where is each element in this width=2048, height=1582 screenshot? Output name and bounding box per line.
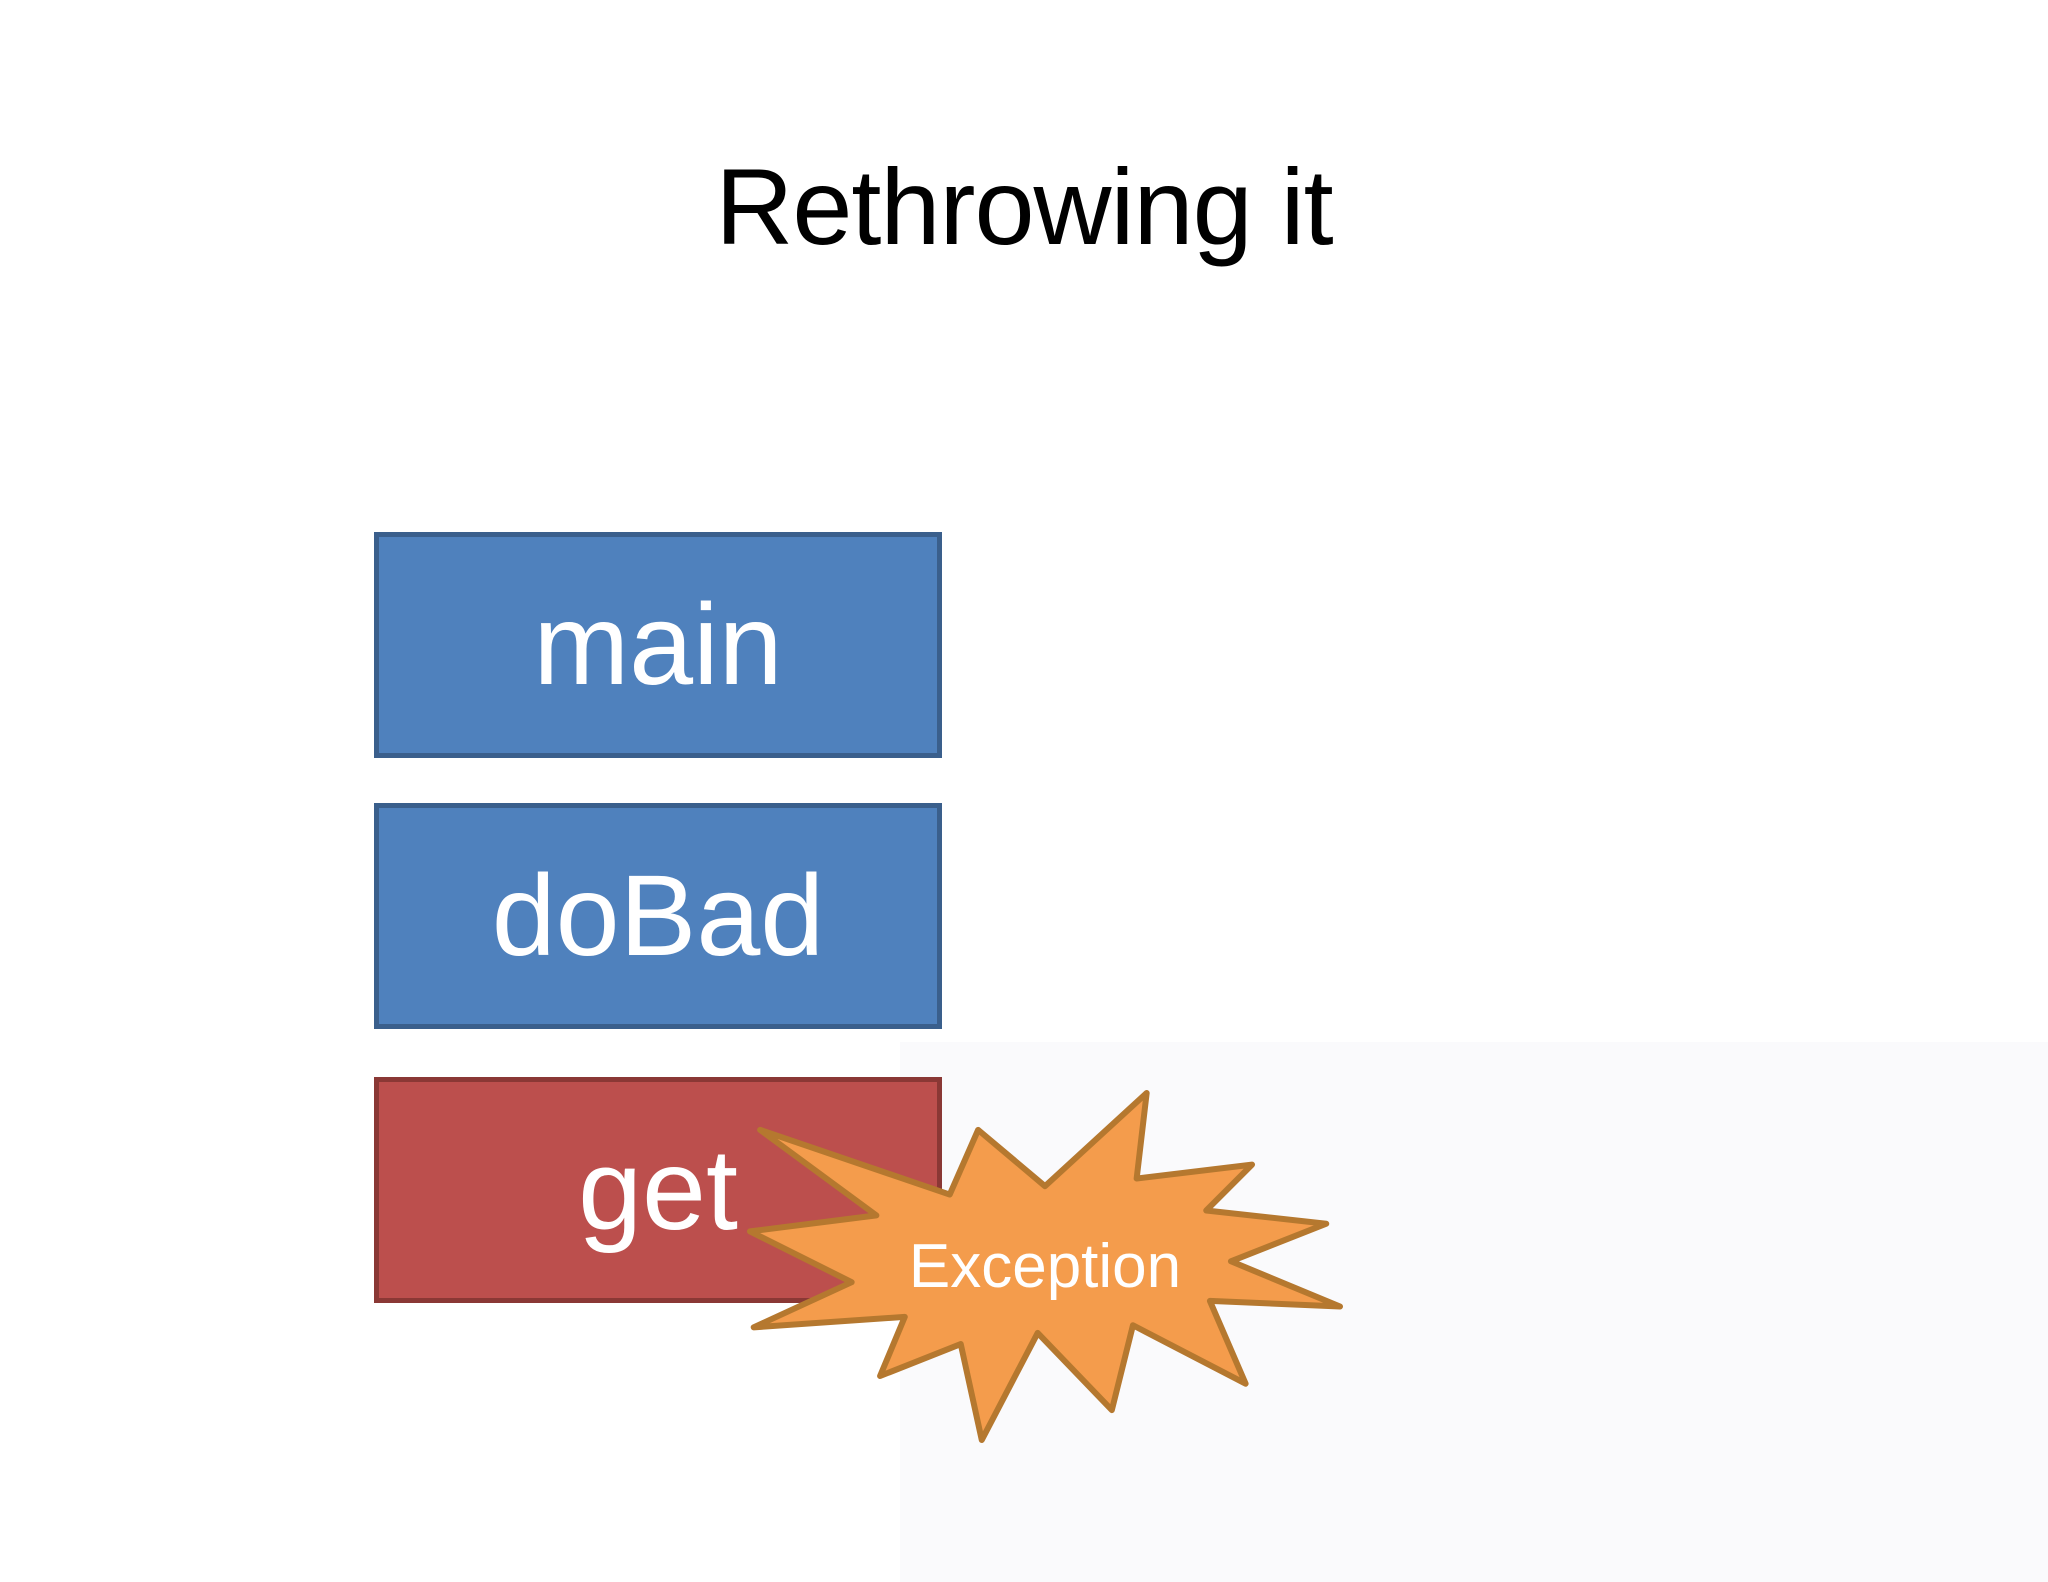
frame-label-main: main — [533, 581, 783, 709]
frame-label-dobad: doBad — [491, 852, 825, 980]
exception-label: Exception — [908, 1232, 1182, 1301]
call-stack-frame-main: main — [374, 532, 942, 758]
explosion-star-icon — [750, 1093, 1340, 1440]
explosion-star-shape — [750, 1093, 1340, 1440]
slide-title: Rethrowing it — [715, 146, 1333, 267]
exception-burst: Exception — [750, 1093, 1340, 1440]
frame-label-get: get — [578, 1126, 738, 1254]
call-stack-frame-dobad: doBad — [374, 803, 942, 1029]
